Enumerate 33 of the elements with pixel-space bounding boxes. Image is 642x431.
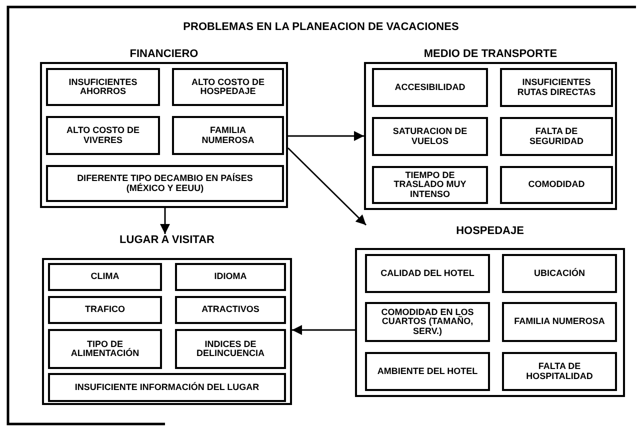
problem-box: TIPO DE ALIMENTACIÓN bbox=[48, 329, 162, 369]
problem-box: UBICACIÓN bbox=[502, 254, 617, 293]
arrow bbox=[288, 131, 364, 141]
problem-box: FALTA DE SEGURIDAD bbox=[500, 117, 613, 156]
problem-box: FAMILIA NUMEROSA bbox=[172, 116, 284, 155]
arrow bbox=[160, 208, 170, 234]
problem-box: CALIDAD DEL HOTEL bbox=[365, 254, 490, 293]
group-heading: FINANCIERO bbox=[128, 48, 200, 60]
problem-box: INDICES DE DELINCUENCIA bbox=[175, 329, 286, 369]
group-heading: MEDIO DE TRANSPORTE bbox=[422, 48, 558, 60]
problem-box: DIFERENTE TIPO DECAMBIO EN PAÍSES (MÉXICO Y EEUU) bbox=[46, 165, 284, 202]
arrow bbox=[287, 147, 367, 226]
problem-box: ATRACTIVOS bbox=[175, 296, 286, 324]
problem-box: COMODIDAD bbox=[500, 166, 613, 204]
group-heading: HOSPEDAJE bbox=[455, 225, 525, 237]
problem-box: INSUFICIENTES RUTAS DIRECTAS bbox=[500, 68, 613, 107]
problem-box: TRAFICO bbox=[48, 296, 162, 324]
problem-box: AMBIENTE DEL HOTEL bbox=[365, 352, 490, 391]
problem-box: TIEMPO DE TRASLADO MUY INTENSO bbox=[372, 166, 488, 204]
diagram-title: PROBLEMAS EN LA PLANEACION DE VACACIONES bbox=[182, 21, 460, 33]
problem-box: ACCESIBILIDAD bbox=[372, 68, 488, 107]
arrow bbox=[292, 325, 355, 335]
group-heading: LUGAR A VISITAR bbox=[118, 234, 216, 246]
problem-box: SATURACION DE VUELOS bbox=[372, 117, 488, 156]
problem-box: ALTO COSTO DE VIVERES bbox=[46, 116, 160, 155]
problem-box: ALTO COSTO DE HOSPEDAJE bbox=[172, 68, 284, 106]
problem-box: COMODIDAD EN LOS CUARTOS (TAMAÑO, SERV.) bbox=[365, 302, 490, 342]
problem-box: INSUFICIENTES AHORROS bbox=[46, 68, 160, 106]
problem-box: IDIOMA bbox=[175, 263, 286, 291]
problem-box: CLIMA bbox=[48, 263, 162, 291]
problem-box: INSUFICIENTE INFORMACIÓN DEL LUGAR bbox=[48, 373, 286, 402]
problem-box: FAMILIA NUMEROSA bbox=[502, 302, 617, 342]
problem-box: FALTA DE HOSPITALIDAD bbox=[502, 352, 617, 391]
